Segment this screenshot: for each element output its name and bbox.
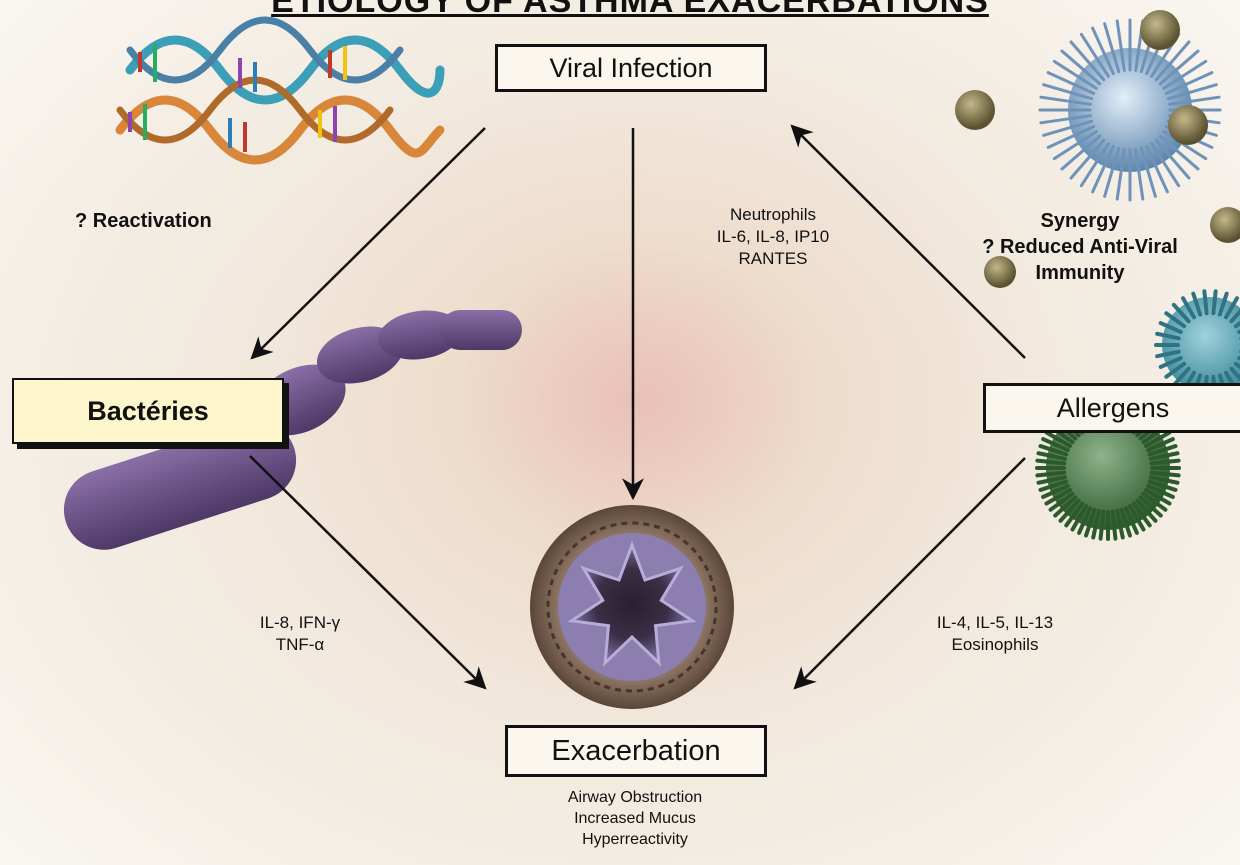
spike (1152, 473, 1179, 476)
node-viral-infection: Viral Infection (495, 44, 767, 92)
outcome-line: Airway Obstruction (530, 787, 740, 808)
node-bacteria: Bactéries (12, 378, 284, 444)
spike (1037, 461, 1064, 464)
outcome-line: Hyperreactivity (530, 829, 740, 850)
allergen-mediator-line: IL-4, IL-5, IL-13 (905, 612, 1085, 634)
outcome-line: Increased Mucus (530, 808, 740, 829)
spike (1113, 512, 1116, 539)
airway-cross-section (530, 505, 734, 709)
bacterial-mediator-line: IL-8, IFN-γ (225, 612, 375, 634)
spike (1101, 512, 1104, 539)
spike (1204, 291, 1206, 313)
bacterial-mediator-line: TNF-α (225, 634, 375, 656)
label-synergy: Synergy ? Reduced Anti-Viral Immunity (950, 208, 1210, 286)
label-outcomes: Airway Obstruction Increased Mucus Hyper… (530, 787, 740, 850)
synergy-line: ? Reduced Anti-Viral (950, 234, 1210, 260)
dna-illustration (120, 20, 440, 160)
label-reactivation: ? Reactivation (75, 208, 212, 234)
synergy-line: Synergy (950, 208, 1210, 234)
node-allergens: Allergens (983, 383, 1240, 433)
spike (1037, 473, 1064, 476)
viral-mediator-line: IL-6, IL-8, IP10 (688, 226, 858, 248)
viral-mediator-line: RANTES (688, 248, 858, 270)
viral-mediator-line: Neutrophils (688, 204, 858, 226)
node-exacerbation: Exacerbation (505, 725, 767, 777)
label-viral-mediators: Neutrophils IL-6, IL-8, IP10 RANTES (688, 204, 858, 270)
diagram-title: ETIOLOGY OF ASTHMA EXACERBATIONS (250, 0, 1010, 21)
label-allergen-mediators: IL-4, IL-5, IL-13 Eosinophils (905, 612, 1085, 656)
spike (1213, 291, 1215, 313)
allergen-mediator-line: Eosinophils (905, 634, 1085, 656)
spike (1152, 461, 1179, 464)
synergy-line: Immunity (950, 260, 1210, 286)
label-bacterial-mediators: IL-8, IFN-γ TNF-α (225, 612, 375, 656)
